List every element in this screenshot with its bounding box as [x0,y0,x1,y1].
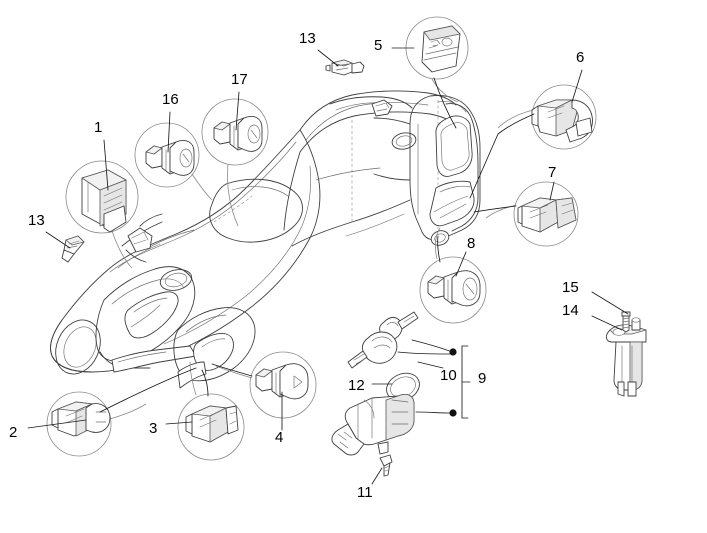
callout-6[interactable]: 6 [576,49,585,66]
part-10-keys [347,311,419,369]
detail-part-13-top [325,59,365,76]
part-15-screw [621,311,631,333]
callout-17[interactable]: 17 [231,71,248,88]
callout-13-top[interactable]: 13 [299,30,316,47]
detail-part-17 [201,98,269,227]
callout-10[interactable]: 10 [440,367,457,384]
detail-part-5 [405,16,469,103]
part-9-lock-body [331,393,415,456]
callout-5[interactable]: 5 [374,37,383,54]
detail-part-7 [485,181,579,247]
callout-2[interactable]: 2 [9,424,18,441]
detail-part-8 [419,227,487,324]
callout-7[interactable]: 7 [548,164,557,181]
callout-15[interactable]: 15 [562,279,579,296]
callout-8[interactable]: 8 [467,235,476,252]
callout-9[interactable]: 9 [478,370,487,387]
part-11-screw [379,454,393,477]
detail-part-6 [497,84,597,150]
handlebar-cover-body [50,90,481,389]
leader-lines [27,47,629,485]
callout-11[interactable]: 11 [357,484,373,501]
callout-3[interactable]: 3 [149,420,158,437]
group-bracket-9 [449,345,471,419]
part-14-bracket [605,317,647,397]
callout-13-left[interactable]: 13 [28,212,45,229]
callout-14[interactable]: 14 [562,302,579,319]
detail-part-3 [177,361,245,461]
detail-part-2 [46,391,147,457]
detail-part-13-left [61,235,85,263]
detail-part-16 [134,122,213,201]
callout-4[interactable]: 4 [275,429,284,446]
detail-part-1 [65,160,139,269]
part-12-oring [386,372,420,402]
callout-12[interactable]: 12 [348,377,365,394]
callout-16[interactable]: 16 [162,91,179,108]
callout-1[interactable]: 1 [94,119,103,136]
detail-part-4 [215,351,317,419]
